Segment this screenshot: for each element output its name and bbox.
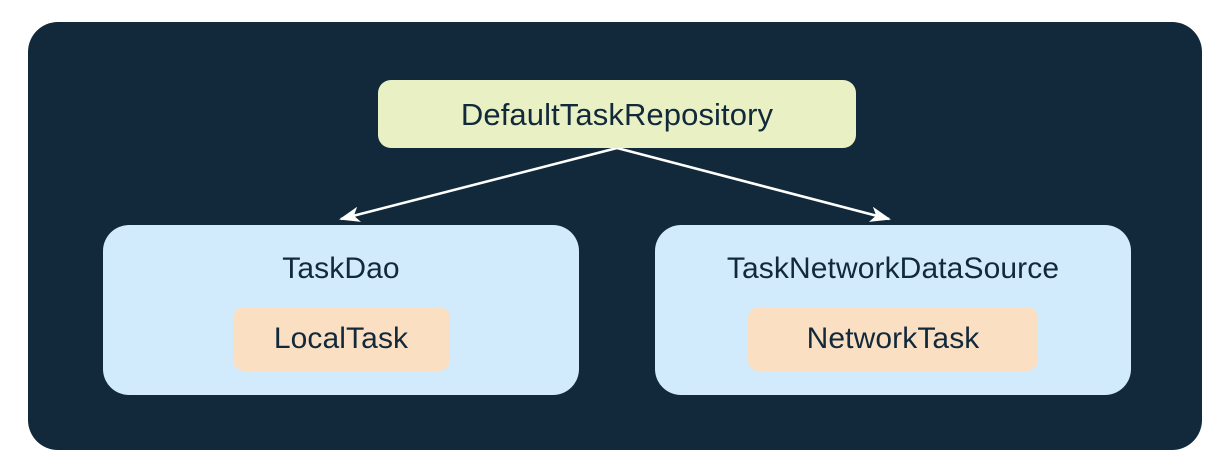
node-title-task-dao: TaskDao	[282, 252, 400, 285]
node-task-dao[interactable]: TaskDao LocalTask	[103, 225, 579, 395]
chip-local-task[interactable]: LocalTask	[232, 307, 450, 371]
node-default-task-repository[interactable]: DefaultTaskRepository	[378, 80, 856, 148]
chip-network-task[interactable]: NetworkTask	[748, 307, 1038, 371]
node-title-default-task-repository: DefaultTaskRepository	[460, 96, 774, 132]
node-title-task-network-data-source: TaskNetworkDataSource	[726, 252, 1060, 285]
node-task-network-data-source[interactable]: TaskNetworkDataSource NetworkTask	[655, 225, 1131, 395]
